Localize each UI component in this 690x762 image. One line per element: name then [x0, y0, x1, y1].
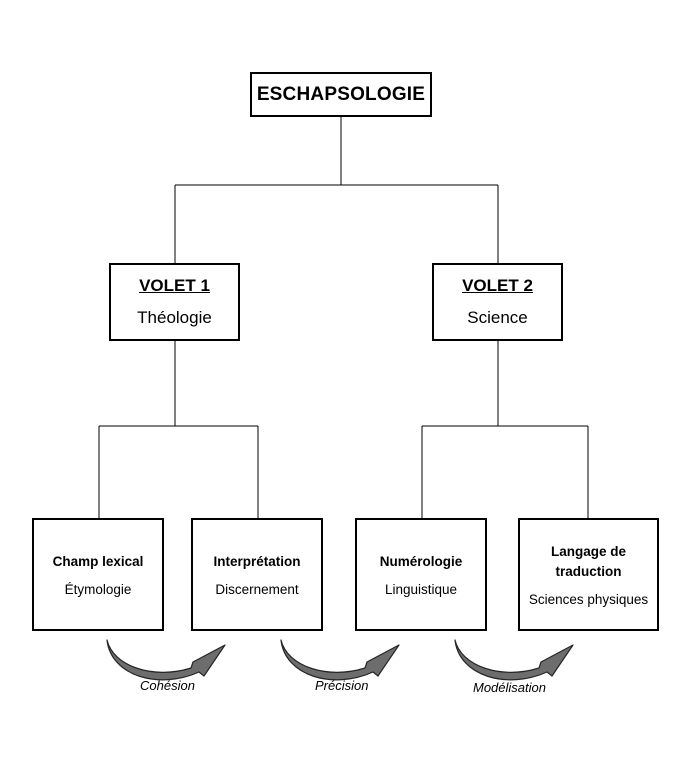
root-box: ESCHAPSOLOGIE	[250, 72, 432, 117]
leaf-box-interpretation: Interprétation Discernement	[191, 518, 323, 631]
leaf-box-numerologie: Numérologie Linguistique	[355, 518, 487, 631]
volet-2-title: VOLET 2	[462, 276, 533, 295]
curved-arrow-icon	[106, 639, 226, 681]
volet-1-subtitle: Théologie	[137, 308, 212, 327]
leaf-title: Champ lexical	[52, 553, 144, 569]
root-label: ESCHAPSOLOGIE	[256, 83, 426, 105]
arrow-label-precision: Précision	[315, 678, 369, 693]
volet-2-subtitle: Science	[467, 308, 528, 327]
volet-1-title: VOLET 1	[139, 276, 210, 295]
arrow-label-cohesion: Cohésion	[140, 678, 195, 693]
curved-arrow-icon	[454, 639, 574, 681]
leaf-subtitle: Étymologie	[64, 582, 132, 598]
leaf-box-langage-de-traduction: Langage de traduction Sciences physiques	[518, 518, 659, 631]
arrow-label-modelisation: Modélisation	[473, 680, 546, 695]
leaf-title: Interprétation	[213, 553, 301, 569]
volet-2-box: VOLET 2 Science	[432, 263, 563, 341]
leaf-subtitle: Linguistique	[384, 582, 458, 598]
leaf-title: Numérologie	[379, 553, 463, 569]
leaf-subtitle: Discernement	[215, 582, 299, 598]
curved-arrow-icon	[280, 639, 400, 681]
volet-1-box: VOLET 1 Théologie	[109, 263, 240, 341]
leaf-title: Langage de traduction	[550, 543, 626, 579]
leaf-box-champ-lexical: Champ lexical Étymologie	[32, 518, 164, 631]
leaf-subtitle: Sciences physiques	[528, 592, 649, 608]
